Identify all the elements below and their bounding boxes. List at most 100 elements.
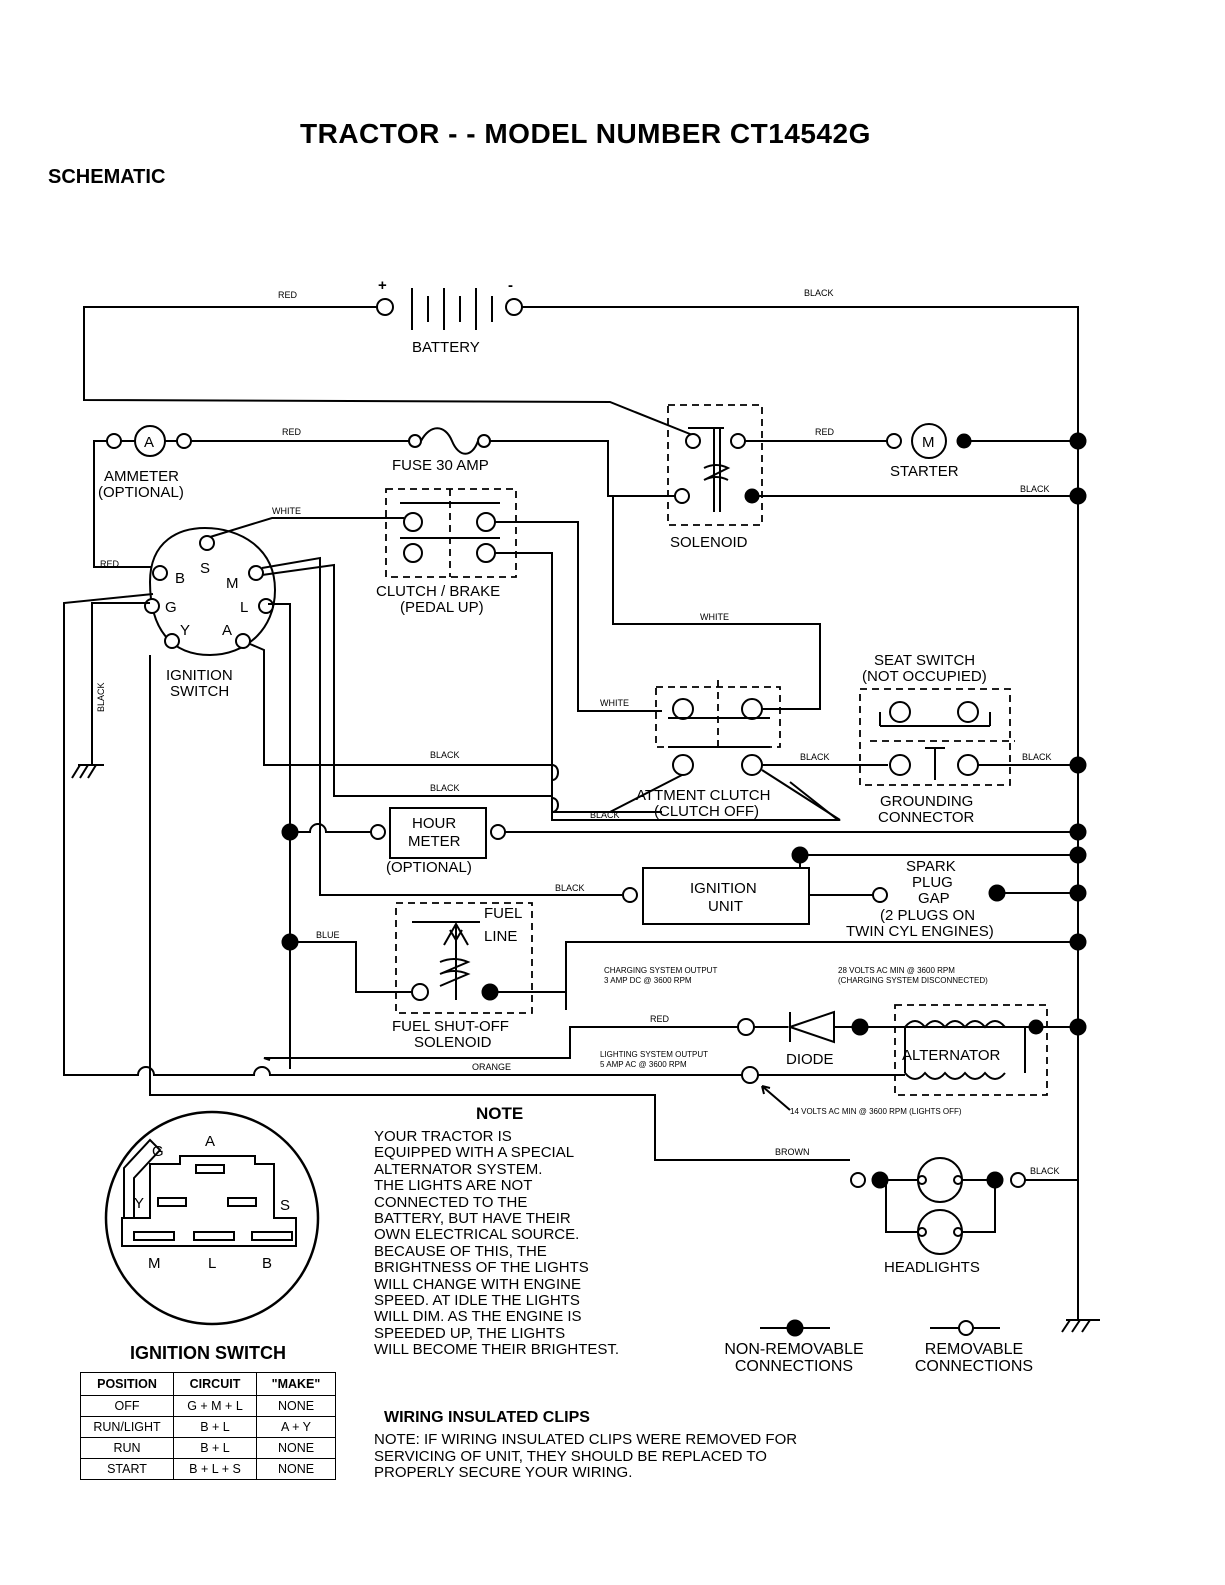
ignition-switch-plug-diagram: G A Y S M L B: [104, 1110, 320, 1326]
wire-red-fuse-solenoid: [490, 440, 678, 497]
wire-label-white-clutch: WHITE: [272, 506, 301, 516]
table-header-circuit: CIRCUIT: [173, 1372, 257, 1396]
table-cell: NONE: [256, 1458, 336, 1480]
ammeter-symbol: A: [144, 434, 154, 451]
legend-removable-line1: REMOVABLE: [924, 1341, 1024, 1358]
alternator: ALTERNATOR: [894, 1004, 1048, 1096]
spark-plug-note-label-2: TWIN CYL ENGINES): [846, 923, 994, 940]
table-cell: B + L: [173, 1437, 257, 1459]
wire-label-black-ignunit: BLACK: [555, 883, 585, 893]
solenoid-label: SOLENOID: [670, 534, 748, 551]
attachment-clutch-switch: ATTMENT CLUTCH (CLUTCH OFF): [609, 680, 841, 821]
ignition-switch-label-2: SWITCH: [170, 683, 229, 700]
spark-plug-note-label: (2 PLUGS ON: [880, 907, 975, 924]
wire-brown-ignition-headlights: [149, 655, 850, 1161]
charging-output-terminal: CHARGING SYSTEM OUTPUT 3 AMP DC @ 3600 R…: [604, 966, 755, 1036]
wire-white-attment-solenoid: [612, 496, 821, 710]
legend-non-removable-label: NON-REMOVABLE CONNECTIONS: [702, 1341, 886, 1375]
wire-label-black-attment: BLACK: [430, 750, 460, 760]
wire-label-red-charging: RED: [650, 1014, 670, 1024]
table-row: RUN/LIGHT B + L A + Y: [80, 1416, 336, 1438]
wire-label-black-battery: BLACK: [804, 288, 834, 298]
ign-terminal-b: B: [175, 570, 185, 587]
seat-switch-label: SEAT SWITCH: [874, 652, 975, 669]
table-row: OFF G + M + L NONE: [80, 1395, 336, 1417]
wire-black-ignition-unit: [261, 556, 622, 896]
note-line: WILL DIM. AS THE ENGINE IS: [374, 1308, 582, 1326]
wire-label-red-ignition: RED: [100, 559, 120, 569]
fuse: FUSE 30 AMP: [392, 427, 491, 474]
junction-hour-meter: [281, 823, 299, 841]
starter-symbol: M: [922, 434, 935, 451]
table-row: START B + L + S NONE: [80, 1458, 336, 1480]
lighting-output-terminal: LIGHTING SYSTEM OUTPUT 5 AMP AC @ 3600 R…: [600, 1050, 759, 1084]
lighting-output-spec: 5 AMP AC @ 3600 RPM: [600, 1060, 687, 1069]
wire-ignition-l: [268, 603, 291, 1069]
page-title: TRACTOR - - MODEL NUMBER CT14542G: [300, 118, 871, 149]
junction-diode-alternator: [851, 1018, 869, 1036]
wire-red-charging: [263, 1026, 740, 1061]
note-heading: NOTE: [476, 1104, 524, 1123]
attment-clutch-off-label: (CLUTCH OFF): [654, 803, 759, 820]
volts28-label: 28 VOLTS AC MIN @ 3600 RPM: [838, 966, 955, 975]
ign-terminal-l: L: [240, 599, 248, 616]
clips-note-line: NOTE: IF WIRING INSULATED CLIPS WERE REM…: [374, 1431, 798, 1448]
diode-label: DIODE: [786, 1051, 834, 1068]
note-line: EQUIPPED WITH A SPECIAL: [374, 1144, 575, 1162]
table-cell: RUN/LIGHT: [80, 1416, 174, 1438]
wire-label-black-seatground: BLACK: [1022, 752, 1052, 762]
main-ground-symbol: [1061, 1319, 1100, 1333]
clutch-brake-label: CLUTCH / BRAKE: [376, 583, 500, 600]
fuel-solenoid-label-2: SOLENOID: [414, 1034, 492, 1051]
table-cell: OFF: [80, 1395, 174, 1417]
starter-label: STARTER: [890, 463, 959, 480]
hour-meter: HOUR METER (OPTIONAL): [370, 807, 506, 876]
plug-label-b: B: [262, 1255, 272, 1272]
note-line: WILL CHANGE WITH ENGINE: [374, 1275, 581, 1293]
wire-label-white-solenoid: WHITE: [700, 612, 729, 622]
wire-blue-fuel-solenoid: [290, 941, 412, 993]
ignition-switch-label: IGNITION: [166, 667, 233, 684]
note-line: ALTERNATOR SYSTEM.: [374, 1160, 543, 1178]
junction-blue: [281, 933, 299, 951]
wire-fuel-solenoid-out: [498, 991, 567, 1010]
ign-terminal-s: S: [200, 560, 210, 577]
wire-fuel-ground: [565, 941, 1078, 1010]
table-header-row: POSITION CIRCUIT "MAKE": [80, 1372, 336, 1396]
table-cell: B + L: [173, 1416, 257, 1438]
ignition-unit-label-2: UNIT: [708, 898, 743, 915]
ign-terminal-m: M: [226, 575, 239, 592]
fuel-shutoff-solenoid: FUEL LINE FUEL SHUT-OFF SOLENOID: [392, 902, 533, 1051]
wire-label-black-seat: BLACK: [800, 752, 830, 762]
spark-plug-label-2: PLUG: [912, 874, 953, 891]
wire-red-battery-positive: [83, 306, 701, 439]
seat-switch: SEAT SWITCH (NOT OCCUPIED) GROUNDING CON…: [859, 652, 1015, 826]
hour-meter-optional-label: (OPTIONAL): [386, 859, 472, 876]
legend-non-removable-line2: CONNECTIONS: [734, 1358, 854, 1375]
volts28-sub-label: (CHARGING SYSTEM DISCONNECTED): [838, 976, 988, 985]
page-subtitle: SCHEMATIC: [48, 166, 166, 188]
legend-removable-line2: CONNECTIONS: [914, 1358, 1034, 1375]
fuel-line-label-2: LINE: [484, 928, 517, 945]
wire-white-clutch-attment: [495, 521, 662, 712]
table-cell: G + M + L: [173, 1395, 257, 1417]
wire-label-black-attment3: BLACK: [590, 810, 620, 820]
wire-red-ammeter-ignition: [93, 440, 152, 568]
note-line: SPEED. AT IDLE THE LIGHTS: [374, 1292, 580, 1310]
wire-black-ignition-attment: [249, 643, 662, 813]
wire-orange-ignition-lighting: [63, 593, 740, 1076]
table-cell: A + Y: [256, 1416, 336, 1438]
wire-label-black-headlights: BLACK: [1030, 1166, 1060, 1176]
clips-heading: WIRING INSULATED CLIPS: [384, 1409, 590, 1426]
headlights-label: HEADLIGHTS: [884, 1259, 980, 1276]
ignition-unit: IGNITION UNIT: [622, 867, 810, 925]
spark-plug-label: SPARK: [906, 858, 956, 875]
plug-label-g: G: [152, 1143, 164, 1160]
battery-plus-label: +: [378, 277, 387, 294]
ign-terminal-g: G: [165, 599, 177, 616]
wire-black-ignition-ground: [91, 602, 150, 765]
note-body: YOUR TRACTOR IS EQUIPPED WITH A SPECIAL …: [374, 1128, 674, 1359]
ammeter: A AMMETER (OPTIONAL): [98, 425, 192, 501]
note-line: THE LIGHTS ARE NOT: [374, 1177, 533, 1195]
